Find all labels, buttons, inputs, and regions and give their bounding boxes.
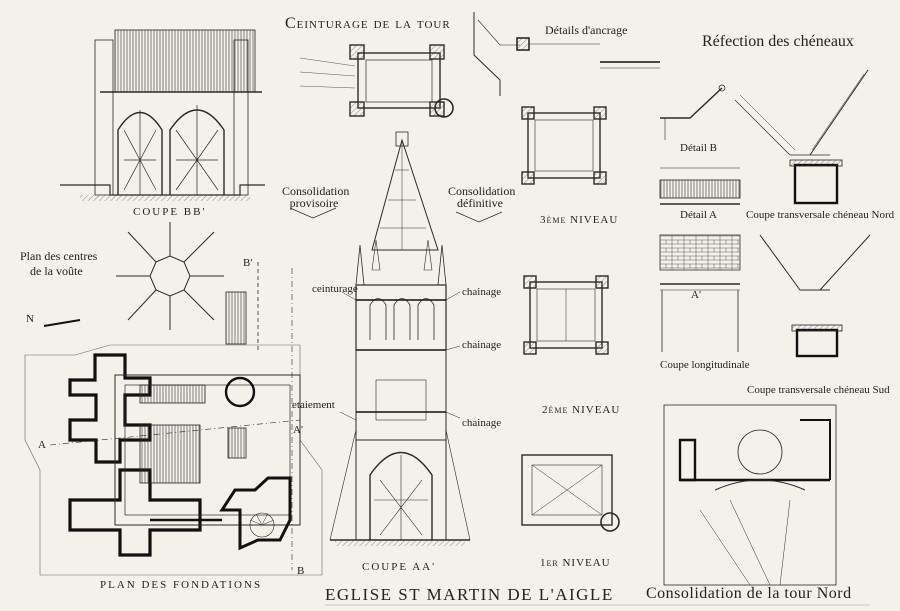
label-consolidation-provisoire-1: Consolidation: [282, 184, 350, 198]
label-plan-cintres-line1: Plan des centres: [20, 249, 98, 263]
label-detail-a: Détail A: [680, 209, 717, 221]
plan-fondations-drawing: [24, 344, 323, 576]
annotation-chainage-2: chainage: [462, 339, 502, 351]
label-coupe-bb: COUPE BB': [133, 206, 207, 218]
niveau-2-plan: [523, 275, 609, 355]
coupe-bb-drawing: [60, 29, 265, 201]
sheet-subtitle: Consolidation de la tour Nord: [646, 585, 852, 602]
annotation-etaiement: etaiement: [292, 399, 335, 411]
label-coupe-cheneau-nord: Coupe transversale chéneau Nord: [746, 209, 895, 221]
tower-elevation: [329, 131, 471, 546]
detail-marker-a-prime: A': [691, 289, 701, 301]
north-marker: N: [26, 313, 34, 325]
plan-cintres-star: [116, 222, 224, 330]
niveau-1-plan: [521, 454, 620, 532]
label-consolidation-provisoire-2: provisoire: [289, 196, 339, 210]
ceinturage-plan: [299, 44, 454, 118]
label-niveau-1: 1er NIVEAU: [540, 557, 611, 569]
label-plan-cintres-line2: de la voûte: [30, 264, 83, 278]
label-coupe-cheneau-sud: Coupe transversale chéneau Sud: [747, 384, 890, 396]
section-marker-a: A: [38, 439, 46, 451]
section-title-refection-cheneaux: Réfection des chéneaux: [702, 33, 854, 50]
section-title-details-ancrage: Détails d'ancrage: [545, 23, 628, 37]
details-ancrage-drawing: [473, 12, 660, 96]
annotation-chainage-3: chainage: [462, 417, 502, 429]
cheneau-details: [659, 69, 871, 586]
label-niveau-2: 2ème NIVEAU: [542, 404, 621, 416]
label-detail-b: Détail B: [680, 142, 717, 154]
label-consolidation-definitive-1: Consolidation: [448, 184, 516, 198]
section-marker-b: B: [297, 565, 305, 577]
label-plan-fondations: PLAN DES FONDATIONS: [100, 579, 263, 591]
north-arrow: [43, 319, 81, 327]
provisoire-chevron: [289, 207, 337, 219]
section-title-ceinturage: Ceinturage de la tour: [285, 15, 451, 32]
section-marker-a-prime: A': [293, 424, 303, 436]
section-marker-b-prime: B': [243, 257, 253, 269]
annotation-ceinturage: ceinturage: [312, 283, 358, 295]
label-niveau-3: 3ème NIVEAU: [540, 214, 619, 226]
niveau-3-plan: [521, 106, 607, 185]
sheet-title: EGLISE ST MARTIN DE L'AIGLE: [325, 585, 614, 604]
label-coupe-longitudinale: Coupe longitudinale: [660, 359, 750, 371]
label-coupe-aa: COUPE AA': [362, 561, 437, 573]
definitive-chevron: [455, 211, 503, 223]
label-consolidation-definitive-2: définitive: [457, 196, 503, 210]
annotation-chainage-1: chainage: [462, 286, 502, 298]
